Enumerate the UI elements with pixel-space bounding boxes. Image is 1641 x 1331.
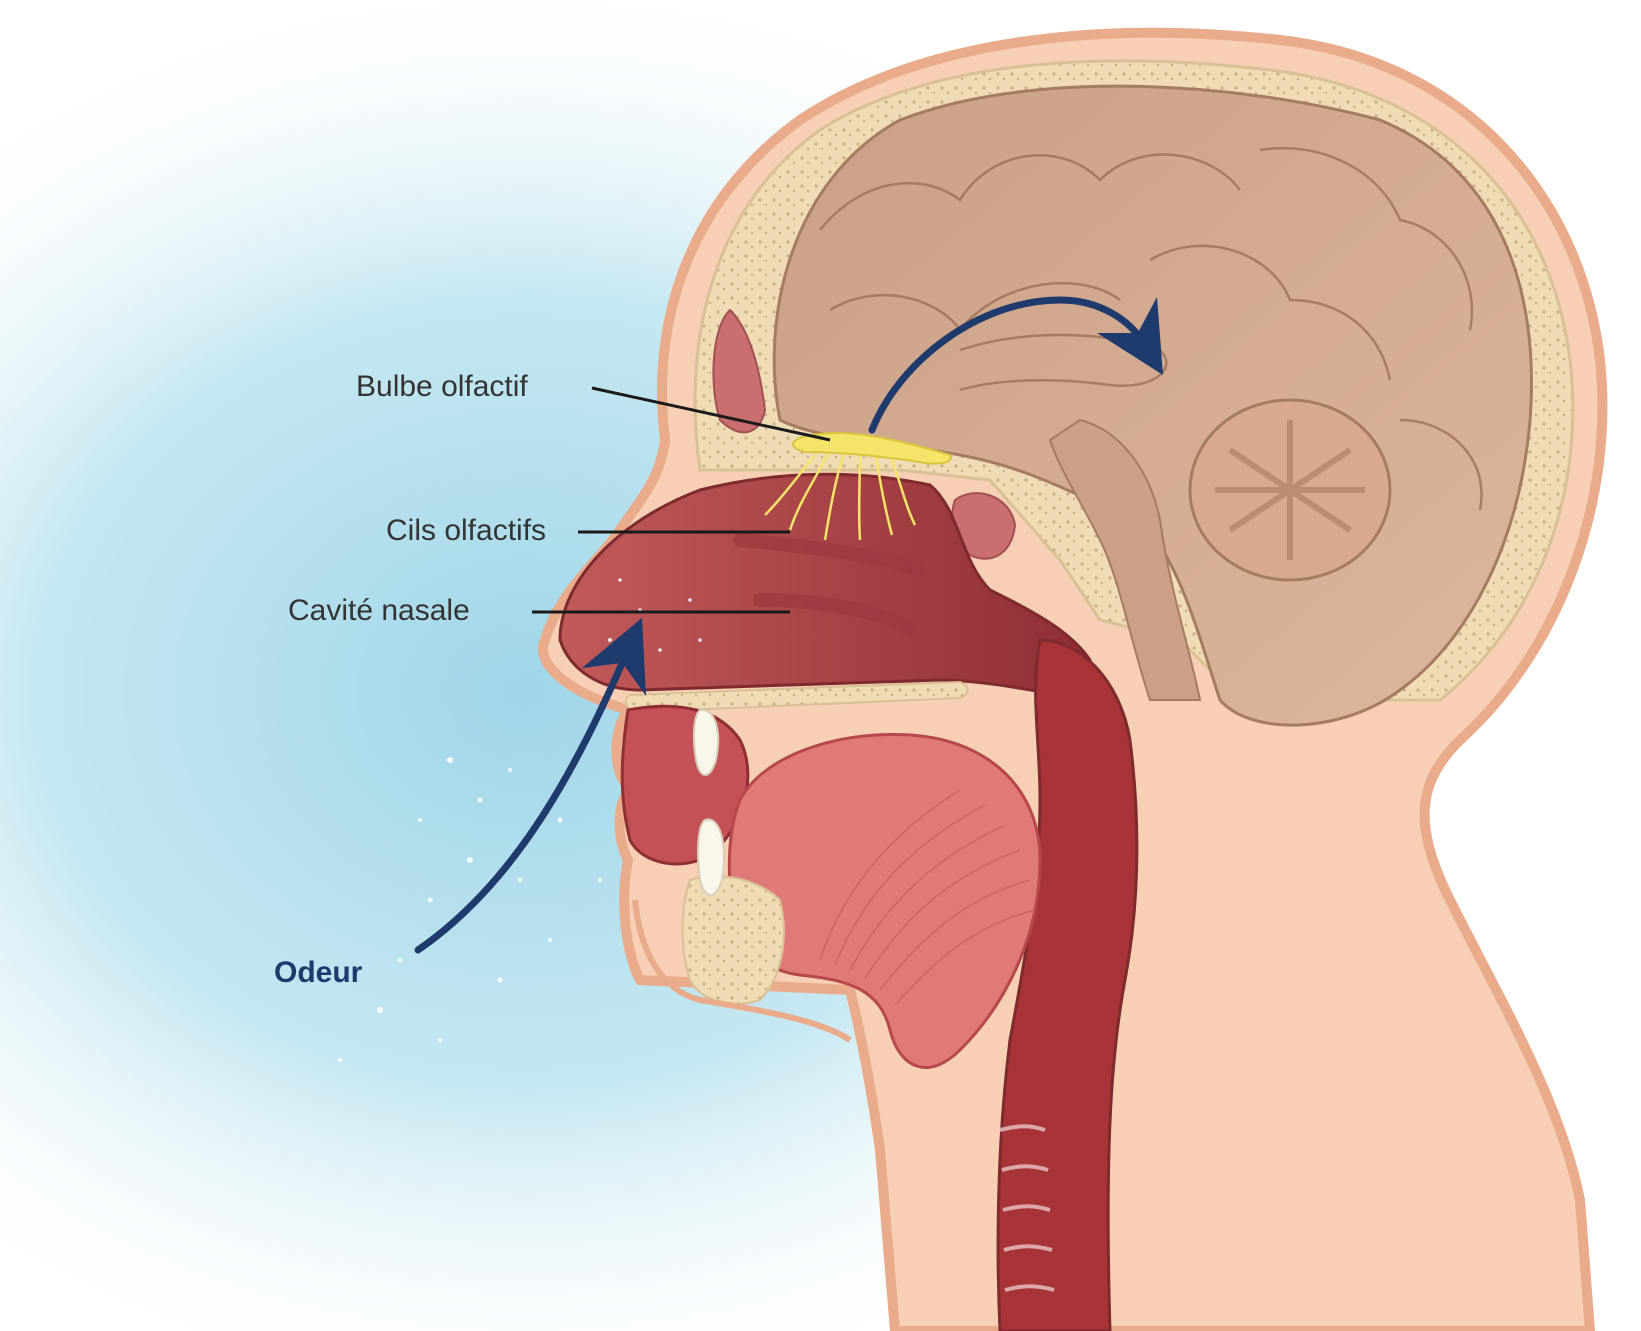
hard-palate bbox=[624, 680, 969, 714]
cavite-nasale-label: Cavité nasale bbox=[288, 594, 470, 627]
frontal-sinus bbox=[712, 308, 767, 434]
mandible bbox=[681, 875, 785, 1005]
cerebellum bbox=[1188, 398, 1392, 582]
olfactory-bulb bbox=[792, 432, 952, 465]
odor-particles bbox=[338, 578, 702, 1062]
chin bbox=[632, 899, 852, 1043]
teeth bbox=[692, 708, 725, 896]
trachea-rings bbox=[999, 1124, 1055, 1292]
pharynx bbox=[996, 638, 1139, 1331]
cils-olfactifs-label: Cils olfactifs bbox=[386, 514, 547, 547]
tongue-fibers bbox=[819, 789, 1036, 1006]
brain-stem bbox=[1048, 418, 1202, 701]
nasal-turbinates bbox=[733, 533, 927, 637]
signal-to-brain-arrow bbox=[868, 296, 1164, 434]
odor-flow-arrow bbox=[414, 617, 647, 954]
olfactory-cilia bbox=[764, 449, 917, 541]
bulbe-leader-line bbox=[591, 386, 831, 442]
bulbe-olfactif-label: Bulbe olfactif bbox=[356, 370, 528, 403]
odeur-label: Odeur bbox=[274, 956, 363, 989]
